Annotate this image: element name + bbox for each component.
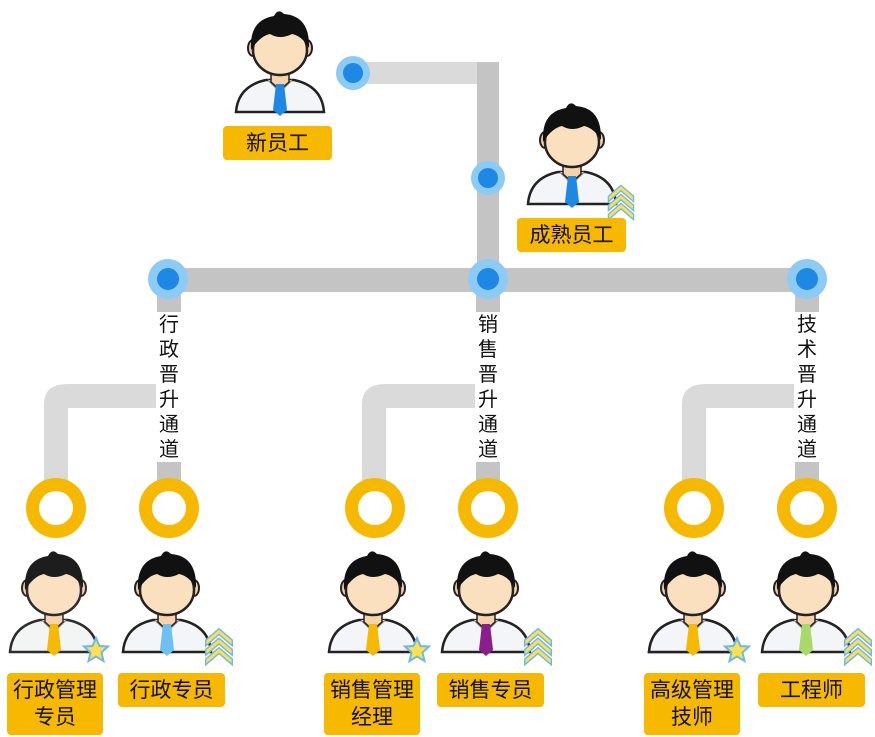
chevron-up-icon	[204, 627, 234, 666]
person-icon-senior-technician	[647, 550, 750, 662]
person-icon-admin-specialist	[121, 550, 234, 666]
label-admin-specialist: 行政专员	[118, 673, 225, 707]
ring-senior-technician	[664, 478, 724, 538]
junction-nodes	[148, 56, 827, 299]
channel-label-tech: 技术晋升通道	[794, 312, 820, 462]
junction-node	[468, 259, 508, 299]
ring-engineer	[777, 478, 837, 538]
chevron-up-icon	[843, 627, 873, 666]
label-engineer: 工程师	[758, 673, 865, 707]
label-mature-employee: 成熟员工	[517, 218, 626, 252]
label-admin-manager: 行政管理专员	[7, 673, 103, 735]
junction-node	[471, 161, 505, 195]
person-icon-mature-employee	[526, 102, 635, 221]
person-icon-sales-manager	[327, 550, 430, 662]
channel-label-sales: 销售晋升通道	[475, 312, 501, 462]
position-rings	[26, 478, 837, 538]
ring-sales-specialist	[458, 478, 518, 538]
chevron-up-icon	[523, 627, 553, 666]
person-icon-admin-manager	[8, 550, 109, 662]
person-icon-sales-specialist	[440, 550, 553, 666]
label-new-employee: 新员工	[223, 126, 332, 160]
channel-label-admin: 行政晋升通道	[156, 312, 182, 462]
ring-admin-specialist	[139, 478, 199, 538]
label-senior-technician: 高级管理技师	[644, 673, 740, 735]
label-sales-specialist: 销售专员	[437, 673, 544, 707]
junction-node	[787, 259, 827, 299]
junction-node	[336, 56, 370, 90]
ring-sales-manager	[345, 478, 405, 538]
label-sales-manager: 销售管理经理	[324, 673, 420, 735]
person-icon-engineer	[760, 550, 873, 666]
junction-node	[148, 259, 188, 299]
ring-admin-manager	[26, 478, 86, 538]
person-icon-new-employee	[234, 10, 326, 116]
